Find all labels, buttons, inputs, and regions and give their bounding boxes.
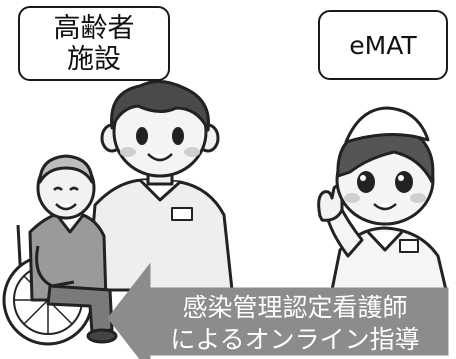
arrow-text-line2: によるオンライン指導 xyxy=(170,325,420,354)
facility-label-box: 高齢者 施設 xyxy=(18,6,170,81)
nurse-figure xyxy=(317,106,448,292)
emat-label-box: eMAT xyxy=(318,10,448,80)
caregiver-figure xyxy=(86,80,234,292)
elderly-figure xyxy=(2,154,118,346)
facility-label-line2: 施設 xyxy=(67,43,121,75)
arrow-shape xyxy=(107,262,449,359)
facility-label-line1: 高齢者 xyxy=(53,12,135,44)
arrow-text-line1: 感染管理認定看護師 xyxy=(182,293,408,322)
arrow-text: 感染管理認定看護師 によるオンライン指導 xyxy=(150,292,440,356)
emat-label: eMAT xyxy=(349,30,417,60)
